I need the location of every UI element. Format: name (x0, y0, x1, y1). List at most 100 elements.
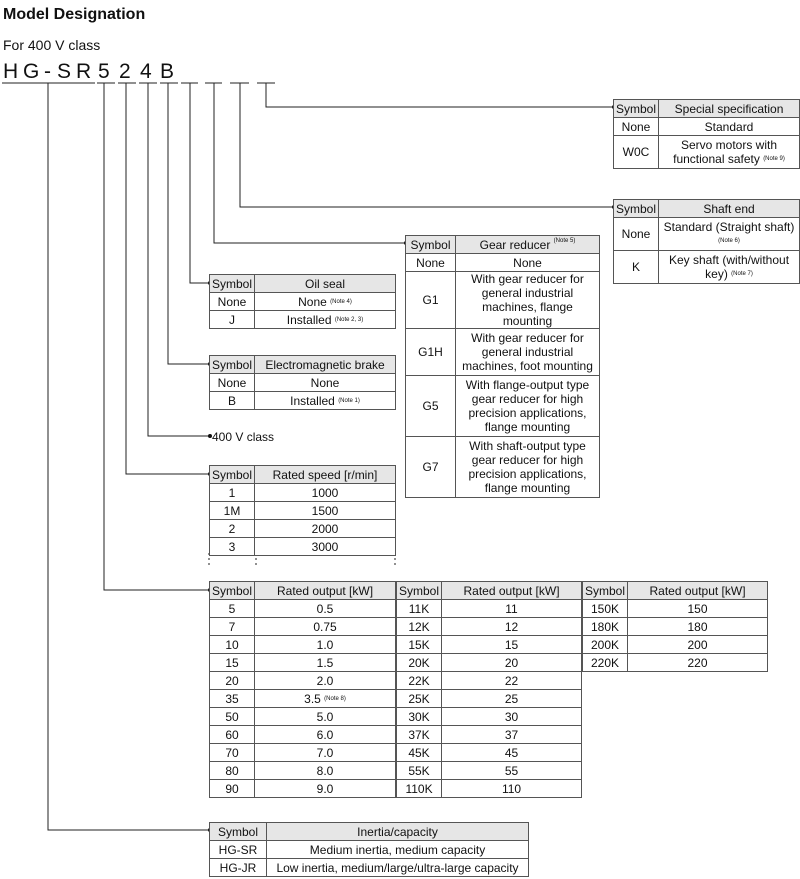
header-symbol: Symbol (208, 465, 256, 484)
page-subtitle: For 400 V class (3, 37, 101, 53)
note-ref: (Note 7) (731, 271, 753, 277)
oil-symbol: J (208, 310, 256, 329)
output-value: 3.5 (304, 691, 321, 706)
output-symbol: 20 (208, 671, 256, 690)
speed-value: 1000 (254, 483, 396, 502)
output-symbol: 110K (395, 779, 443, 798)
output-value: 15 (441, 635, 582, 654)
output-symbol: 7 (208, 617, 256, 636)
output-value: 25 (441, 689, 582, 708)
brake-symbol: B (208, 391, 256, 410)
note-ref: (Note 8) (324, 695, 346, 702)
gear-desc: With flange-output type gear reducer for… (455, 375, 600, 437)
gear-desc: With gear reducer for general industrial… (455, 271, 600, 329)
gear-symbol: G5 (405, 375, 456, 437)
output-value: 55 (441, 761, 582, 780)
output-value: 150 (627, 599, 768, 618)
output-symbol: 37K (395, 725, 443, 744)
output-symbol: 200K (581, 635, 629, 654)
gear-symbol: G7 (405, 436, 456, 498)
output-symbol: 35 (208, 689, 256, 708)
gear-symbol: None (405, 253, 456, 272)
inertia-desc: Medium inertia, medium capacity (266, 840, 529, 859)
output-symbol: 20K (395, 653, 443, 672)
output-value: 8.0 (254, 761, 396, 780)
brake-symbol: None (208, 373, 256, 392)
model-char: - (44, 60, 51, 83)
output-symbol: 180K (581, 617, 629, 636)
spec-desc: Servo motors with functional safety (673, 138, 778, 166)
shaft-symbol: K (612, 250, 660, 284)
oil-symbol: None (208, 292, 256, 311)
model-char: 5 (98, 60, 110, 83)
speed-symbol: 1 (208, 483, 256, 502)
output-value: 0.75 (254, 617, 396, 636)
brake-desc: Installed (290, 393, 335, 408)
output-value: 6.0 (254, 725, 396, 744)
header-desc: Special specification (658, 99, 800, 118)
header-desc: Rated output [kW] (254, 581, 396, 600)
output-symbol: 11K (395, 599, 443, 618)
inertia-symbol: HG-SR (209, 840, 267, 859)
header-symbol: Symbol (581, 581, 629, 600)
note-ref: (Note 9) (763, 156, 785, 162)
gear-desc: With gear reducer for general industrial… (455, 328, 600, 376)
output-value: 1.5 (254, 653, 396, 672)
model-char: 2 (119, 60, 131, 83)
header-desc: Gear reducer (479, 237, 551, 252)
output-symbol: 50 (208, 707, 256, 726)
output-value: 220 (627, 653, 768, 672)
output-symbol: 45K (395, 743, 443, 762)
model-char: H (3, 60, 19, 83)
page-title: Model Designation (3, 6, 146, 23)
output-symbol: 70 (208, 743, 256, 762)
shaft-desc: Standard (Straight shaft) (663, 220, 795, 234)
gear-symbol: G1 (405, 271, 456, 329)
header-symbol: Symbol (612, 199, 660, 218)
header-desc: Rated output [kW] (627, 581, 768, 600)
header-symbol: Symbol (395, 581, 443, 600)
output-value: 2.0 (254, 671, 396, 690)
output-symbol: 15 (208, 653, 256, 672)
output-symbol: 22K (395, 671, 443, 690)
note-ref: (Note 6) (718, 238, 740, 244)
output-value: 20 (441, 653, 582, 672)
output-value: 200 (627, 635, 768, 654)
gear-desc: With shaft-output type gear reducer for … (455, 436, 600, 498)
output-value: 110 (441, 779, 582, 798)
output-value: 37 (441, 725, 582, 744)
output-symbol: 10 (208, 635, 256, 654)
speed-symbol: 2 (208, 519, 256, 538)
header-desc: Inertia/capacity (266, 822, 529, 841)
output-symbol: 25K (395, 689, 443, 708)
header-desc: Rated output [kW] (441, 581, 582, 600)
spec-desc: Standard (658, 117, 800, 136)
header-symbol: Symbol (208, 355, 256, 374)
speed-value: 1500 (254, 501, 396, 520)
shaft-desc: Key shaft (with/without key) (668, 253, 790, 281)
output-symbol: 15K (395, 635, 443, 654)
output-symbol: 220K (581, 653, 629, 672)
output-value: 12 (441, 617, 582, 636)
header-symbol: Symbol (208, 274, 256, 293)
output-value: 180 (627, 617, 768, 636)
header-symbol: Symbol (612, 99, 660, 118)
header-desc: Electromagnetic brake (254, 355, 396, 374)
inertia-desc: Low inertia, medium/large/ultra-large ca… (266, 858, 529, 877)
gear-symbol: G1H (405, 328, 456, 376)
note-ref: (Note 4) (330, 298, 352, 305)
gear-desc: None (455, 253, 600, 272)
output-symbol: 30K (395, 707, 443, 726)
header-desc: Rated speed [r/min] (254, 465, 396, 484)
output-value: 30 (441, 707, 582, 726)
speed-symbol: 3 (208, 537, 256, 556)
connector-dot (208, 434, 212, 438)
header-symbol: Symbol (405, 235, 456, 254)
